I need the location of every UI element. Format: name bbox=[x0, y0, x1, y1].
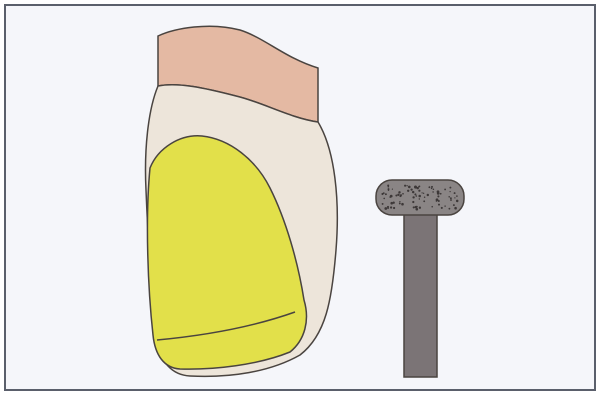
bur-grit-dot bbox=[431, 186, 433, 188]
bur-grit-dot bbox=[385, 193, 387, 195]
bur-grit-dot bbox=[423, 200, 425, 202]
bur-grit-dot bbox=[418, 186, 420, 188]
bur-grit-dot bbox=[441, 207, 443, 209]
bur-grit-dot bbox=[418, 190, 420, 192]
bur-grit-dot bbox=[453, 204, 455, 206]
bur-grit-dot bbox=[457, 201, 458, 202]
bur-grit-dot bbox=[392, 189, 393, 190]
bur-grit-dot bbox=[427, 194, 429, 196]
bur-grit-dot bbox=[398, 191, 400, 193]
bur-grit-dot bbox=[432, 191, 433, 192]
bur-grit-dot bbox=[404, 185, 406, 187]
bur-grit-dot bbox=[421, 192, 422, 193]
bur-grit-dot bbox=[400, 194, 402, 196]
bur-grit-dot bbox=[402, 193, 404, 195]
bur-grit-dot bbox=[440, 193, 442, 195]
bur-grit-dot bbox=[433, 188, 435, 190]
bur-grit-dot bbox=[401, 203, 404, 206]
bur-grit-dot bbox=[456, 195, 458, 197]
bur-shank bbox=[404, 205, 437, 377]
bur-grit-dot bbox=[407, 190, 409, 192]
tooth-cross-section-icon bbox=[146, 26, 338, 376]
bur-grit-dot bbox=[412, 191, 414, 193]
bur-grit-dot bbox=[448, 196, 450, 198]
bur-grit-dot bbox=[436, 198, 439, 201]
bur-grit-dot bbox=[431, 206, 433, 208]
bur-grit-dot bbox=[415, 206, 417, 208]
bur-grit-dot bbox=[448, 208, 450, 210]
bur-grit-dot bbox=[444, 189, 446, 191]
bur-grit-dot bbox=[449, 187, 451, 189]
bur-grit-dot bbox=[412, 196, 414, 198]
bur-grit-dot bbox=[399, 201, 400, 202]
bur-grit-dot bbox=[419, 198, 420, 199]
bur-grit-dot bbox=[454, 207, 457, 210]
bur-grit-dot bbox=[428, 186, 430, 188]
bur-grit-dot bbox=[406, 185, 407, 186]
bur-grit-dot bbox=[398, 194, 399, 195]
bur-grit-dot bbox=[388, 186, 390, 188]
bur-grit-dot bbox=[437, 195, 439, 197]
bur-grit-dot bbox=[395, 194, 397, 196]
bur-grit-dot bbox=[450, 199, 452, 201]
bur-grit-dot bbox=[390, 206, 392, 208]
bur-grit-dot bbox=[410, 188, 412, 190]
bur-grit-dot bbox=[399, 203, 401, 205]
bur-grit-dot bbox=[413, 206, 415, 208]
bur-grit-dot bbox=[414, 193, 416, 195]
bur-grit-dot bbox=[449, 191, 450, 192]
bur-grit-dot bbox=[383, 198, 385, 200]
bur-grit-dot bbox=[408, 186, 411, 189]
bur-grit-dot bbox=[419, 207, 421, 209]
bur-grit-dot bbox=[423, 193, 424, 194]
bur-grit-dot bbox=[393, 207, 395, 209]
bur-grit-dot bbox=[415, 208, 418, 211]
bur-grit-dot bbox=[389, 196, 391, 198]
bur-grit-dot bbox=[454, 197, 455, 198]
bur-grit-dot bbox=[418, 195, 421, 198]
bur-grit-dot bbox=[414, 186, 417, 189]
bur-grit-dot bbox=[454, 192, 456, 194]
bur-grit-dot bbox=[412, 201, 414, 203]
bur-grit-dot bbox=[390, 202, 393, 205]
bur-grit-dot bbox=[444, 205, 445, 206]
bur-grit-dot bbox=[437, 192, 440, 195]
bur-grit-dot bbox=[424, 196, 425, 197]
bur-grit-dot bbox=[382, 203, 384, 205]
bur-grit-dot bbox=[387, 207, 389, 209]
bur-grit-dot bbox=[415, 195, 417, 197]
bur-grit-dot bbox=[450, 197, 452, 199]
bur-grit-dot bbox=[438, 204, 440, 206]
bur-grit-dot bbox=[384, 207, 387, 210]
bur-grit-dot bbox=[381, 193, 383, 195]
bur-grit-dot bbox=[388, 190, 389, 191]
bur-grit-dot bbox=[431, 188, 433, 190]
